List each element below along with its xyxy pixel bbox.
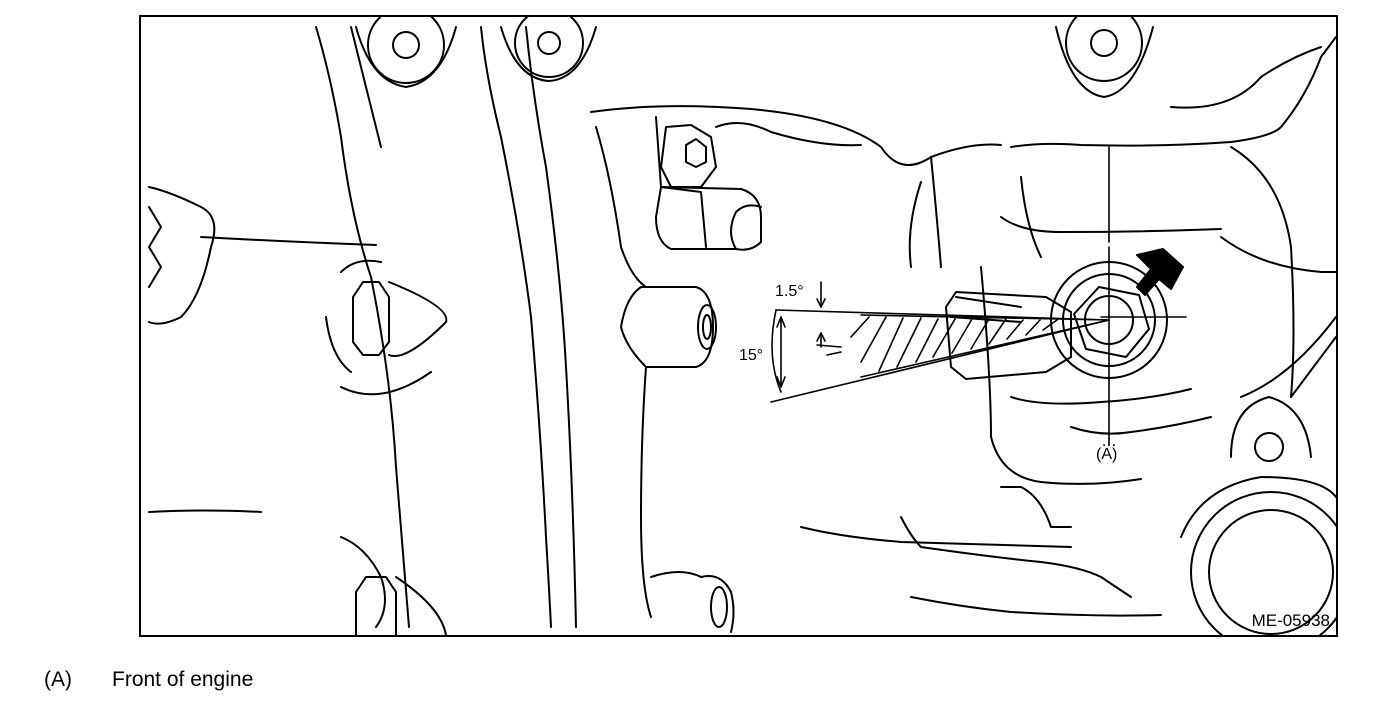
left-bolt (325, 259, 448, 635)
middle-housing (590, 105, 1072, 633)
engine-diagram: 1.5° 15° (A) ME-05938 (139, 15, 1338, 637)
angle-label-small: 1.5° (775, 283, 804, 300)
left-housing-outline (148, 26, 577, 628)
right-housing (900, 36, 1336, 635)
legend-text: Front of engine (112, 668, 254, 691)
angle-dimensions (770, 146, 1187, 458)
pointer-arrow (1136, 248, 1184, 296)
figure-id: ME-05938 (1251, 611, 1330, 630)
legend-key: (A) (44, 668, 72, 691)
marker-label-a: (A) (1094, 446, 1120, 464)
angle-label-large: 15° (739, 347, 764, 364)
top-bosses (355, 17, 1154, 98)
engine-line-drawing (148, 17, 1336, 635)
